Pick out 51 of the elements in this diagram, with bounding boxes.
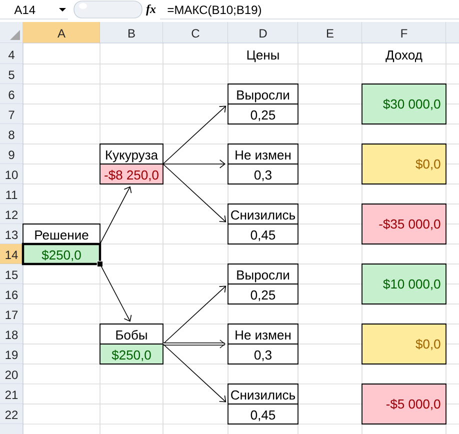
row-header: 12 — [0, 204, 24, 224]
arrow — [162, 344, 226, 402]
outcome-box: Снизились 0,45 — [228, 204, 298, 244]
arrow — [162, 286, 226, 344]
outcome-box: Не измен 0,3 — [228, 144, 298, 184]
payoff-cell: $0,0 — [362, 144, 446, 184]
arrow — [162, 164, 226, 222]
option-box: Бобы $250,0 — [100, 324, 164, 364]
arrow — [163, 340, 226, 348]
row-header: 17 — [0, 304, 24, 324]
row-header: 13 — [0, 224, 24, 244]
arrow — [162, 160, 226, 168]
arrow — [100, 186, 132, 244]
column-title: Доход — [386, 50, 422, 62]
column-header: A — [22, 22, 100, 44]
payoff-cell: $10 000,0 — [362, 264, 446, 304]
payoff-cell: $30 000,0 — [362, 84, 446, 124]
row-header: 16 — [0, 284, 24, 304]
row-header: 14 — [0, 244, 24, 264]
payoff-cell: -$5 000,0 — [362, 384, 446, 424]
row-header: 10 — [0, 164, 24, 184]
name-box: A14 — [0, 0, 68, 20]
column-header: D — [228, 22, 298, 44]
row-header: 19 — [0, 344, 24, 364]
option-box: Кукуруза -$8 250,0 — [100, 144, 164, 184]
arrow — [100, 264, 132, 322]
arrow — [162, 106, 226, 164]
payoff-cell: -$35 000,0 — [362, 204, 446, 244]
column-header: C — [162, 22, 228, 44]
row-header: 21 — [0, 384, 24, 404]
payoff-cell: $0,0 — [362, 324, 446, 364]
row-header: 15 — [0, 264, 24, 284]
function-label: fx — [146, 4, 156, 16]
row-header: 4 — [0, 42, 24, 64]
row-header: 7 — [0, 104, 24, 124]
row-header: 8 — [0, 124, 24, 144]
row-header: 9 — [0, 144, 24, 164]
row-header: 11 — [0, 184, 24, 204]
outcome-box: Выросли 0,25 — [228, 264, 298, 304]
decision-box: Решение $250,0 — [22, 224, 102, 266]
column-title: Цены — [247, 50, 279, 62]
row-header: 18 — [0, 324, 24, 344]
outcome-box: Выросли 0,25 — [228, 84, 298, 124]
outcome-box: Не измен 0,3 — [228, 324, 298, 364]
column-header: E — [298, 22, 362, 44]
outcome-box: Снизились 0,45 — [228, 384, 298, 424]
row-header: 6 — [0, 84, 24, 104]
row-header: 5 — [0, 64, 24, 84]
column-header: B — [100, 22, 164, 44]
row-header: 20 — [0, 364, 24, 384]
formula-bar: =МАКС(B10;B19) — [160, 0, 459, 20]
